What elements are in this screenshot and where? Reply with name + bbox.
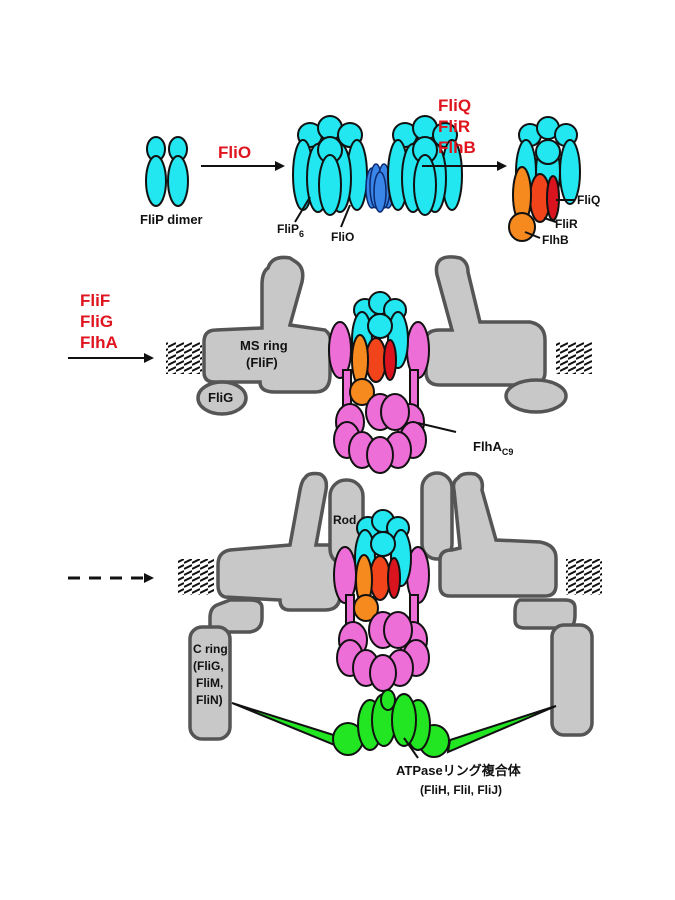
flhb-label: FlhB [542, 233, 569, 247]
c-ring-label-1: C ring [193, 642, 228, 656]
c-ring-label-2: (FliG, [193, 659, 224, 673]
membrane-hatch-left-3 [178, 559, 214, 595]
flip6-left [292, 115, 368, 216]
arrow-label-fliq: FliQ [438, 96, 471, 115]
arrow-label-flif: FliF [80, 291, 110, 310]
flip6-right [387, 115, 463, 216]
ms-ring-label: MS ring [240, 338, 288, 353]
c-ring-label-4: FliN) [196, 693, 223, 707]
flig-label: FliG [208, 390, 233, 405]
atpase-label: ATPaseリング複合体 [396, 763, 522, 778]
basal-body-right [420, 471, 594, 737]
atpase-ring-complex [231, 689, 557, 758]
membrane-hatch-right [556, 342, 592, 374]
ms-ring-left [196, 255, 333, 416]
flir-label: FliR [555, 217, 578, 231]
ms-ring-sub-label: (FliF) [246, 355, 278, 370]
rod-label: Rod [333, 513, 356, 527]
arrow-flio-label: FliO [218, 143, 251, 162]
flip-dimer-label: FliP dimer [140, 212, 203, 227]
export-gate-complex [508, 116, 581, 242]
membrane-hatch-left [166, 342, 202, 374]
export-apparatus-step3 [333, 509, 430, 692]
atpase-sub-label: (FliH, FliI, FliJ) [420, 783, 502, 797]
flip-dimer [145, 136, 189, 207]
arrow-label-flha: FlhA [80, 333, 118, 352]
membrane-hatch-right-3 [566, 559, 602, 595]
basal-body-left [188, 471, 365, 741]
flio-label: FliO [331, 230, 354, 244]
flha-label: FlhAC9 [473, 439, 513, 457]
export-apparatus-step2 [328, 291, 430, 474]
flip6-label: FliP6 [277, 222, 304, 239]
fliq-label: FliQ [577, 193, 600, 207]
arrow-label-flhb: FlhB [438, 138, 476, 157]
ms-ring-right [424, 255, 568, 414]
arrow-label-flig: FliG [80, 312, 113, 331]
arrow-label-flir: FliR [438, 117, 470, 136]
c-ring-label-3: FliM, [196, 676, 223, 690]
